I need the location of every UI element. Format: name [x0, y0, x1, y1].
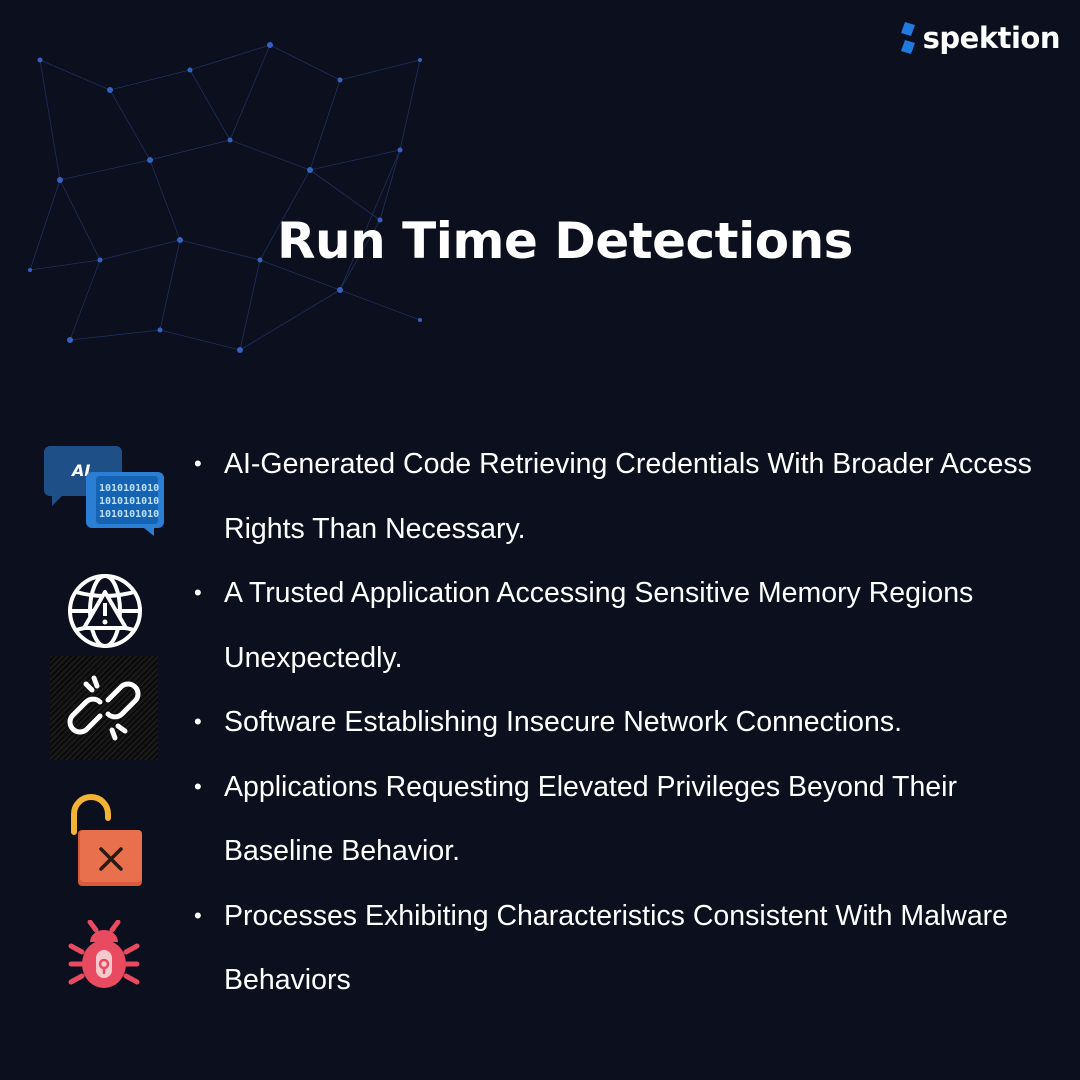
list-item: • Processes Exhibiting Characteristics C…: [188, 884, 1068, 1013]
broken-link-icon-tile: [50, 656, 158, 760]
list-item-text: Applications Requesting Elevated Privile…: [224, 770, 957, 868]
binary-line: 1010101010: [99, 496, 159, 507]
bullet-dot-icon: •: [194, 580, 202, 605]
list-item-text: AI-Generated Code Retrieving Credentials…: [224, 448, 1032, 545]
bullet-dot-icon: •: [194, 902, 202, 928]
list-item-text: Processes Exhibiting Characteristics Con…: [224, 899, 1009, 997]
globe-warning-icon: [68, 574, 142, 648]
binary-line: 1010101010: [99, 483, 159, 494]
list-item: • Applications Requesting Elevated Privi…: [188, 755, 1068, 884]
list-item-text: A Trusted Application Accessing Sensitiv…: [224, 577, 974, 674]
network-background: [28, 42, 422, 353]
bullet-dot-icon: •: [194, 451, 202, 476]
logo-mark-icon: [900, 22, 915, 54]
brand-logo: spektion: [900, 18, 1061, 58]
list-item: • Software Establishing Insecure Network…: [188, 690, 1068, 755]
unlocked-padlock-icon: [71, 794, 142, 886]
broken-link-icon: [67, 675, 141, 741]
ai-binary-chat-icon: AI 1010101010 1010101010 1010101010: [44, 446, 164, 536]
brand-name: spektion: [922, 21, 1061, 55]
binary-line: 1010101010: [99, 509, 159, 520]
bullet-dot-icon: •: [194, 709, 202, 734]
bullet-dot-icon: •: [194, 773, 202, 799]
list-item: • A Trusted Application Accessing Sensit…: [188, 561, 1068, 690]
detections-list: • AI-Generated Code Retrieving Credentia…: [188, 432, 1068, 1013]
page-title: Run Time Detections: [277, 212, 853, 270]
bug-icon: [68, 920, 140, 988]
list-item: • AI-Generated Code Retrieving Credentia…: [188, 432, 1068, 561]
ai-badge-text: AI: [70, 461, 90, 480]
list-item-text: Software Establishing Insecure Network C…: [224, 706, 903, 738]
